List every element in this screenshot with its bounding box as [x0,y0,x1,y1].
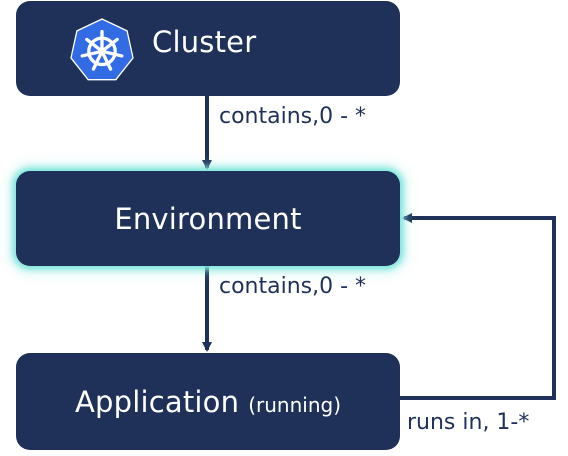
edge-label-application-environment: runs in, 1-* [407,410,530,435]
edge-label-cluster-environment: contains,0 - * [219,104,367,129]
cluster-node[interactable]: Cluster [16,1,400,96]
application-node[interactable]: Application (running) [16,353,400,450]
cluster-label: Cluster [152,25,257,59]
environment-node[interactable]: Environment [16,171,400,266]
edge-label-environment-application: contains,0 - * [219,274,367,299]
application-status: (running) [248,392,342,417]
kubernetes-icon [70,18,134,81]
application-label: Application [74,384,240,419]
edge-application-to-environment [400,213,556,400]
environment-label: Environment [114,201,302,236]
